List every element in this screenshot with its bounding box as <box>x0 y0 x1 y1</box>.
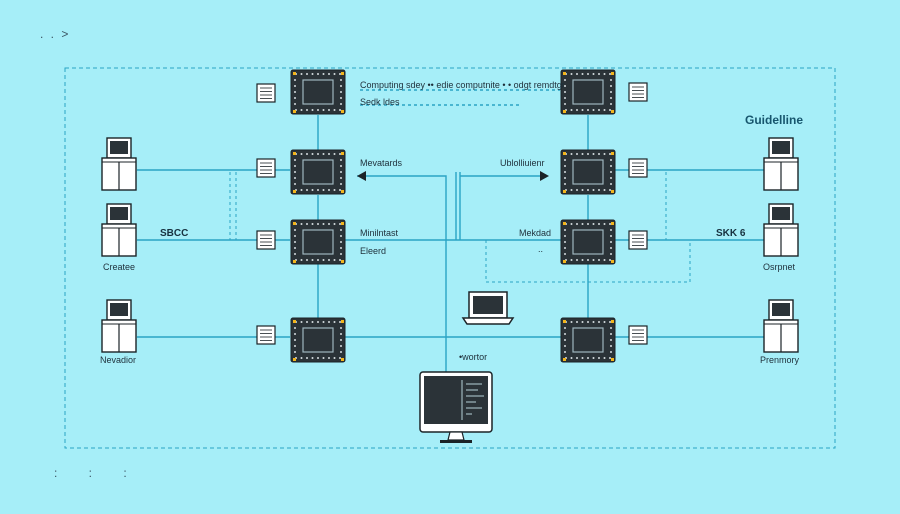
document-icon <box>628 230 648 250</box>
document-icon <box>628 325 648 345</box>
center-left-label-1: Mevatards <box>360 158 403 168</box>
terminal-icon <box>763 299 799 353</box>
chip-icon <box>290 149 346 195</box>
dashed-links <box>229 172 691 283</box>
device-group <box>101 137 799 353</box>
left-device-label-2: Createe <box>103 262 136 272</box>
breadcrumb[interactable]: . . > <box>40 27 71 41</box>
center-left-label-3: Eleerd <box>360 246 387 256</box>
footer-dots: : : : <box>54 466 141 480</box>
laptop-icon <box>461 291 515 325</box>
center-left-label-2: Minilntast <box>360 228 399 238</box>
document-icon <box>256 230 276 250</box>
chip-top-note-1: Computing sdey •• edie computnite • • od… <box>360 80 565 90</box>
chip-icon <box>290 219 346 265</box>
right-group-label: SKK 6 <box>716 228 746 239</box>
terminal-icon <box>101 203 137 257</box>
document-icon <box>256 158 276 178</box>
right-device-label-3: Prenmory <box>760 355 800 365</box>
monitor-icon <box>419 371 493 443</box>
document-group <box>256 82 648 345</box>
center-right-label-2: Mekdad <box>519 228 552 238</box>
document-icon <box>628 158 648 178</box>
left-device-label-3: Nevadior <box>100 355 137 365</box>
connection-lines <box>137 89 765 372</box>
terminal-icon <box>763 137 799 191</box>
terminal-icon <box>763 203 799 257</box>
chip-top-note-2: Sedk ldes <box>360 97 400 107</box>
document-icon <box>256 325 276 345</box>
chip-icon <box>560 149 616 195</box>
document-icon <box>628 82 648 102</box>
right-device-label-2: Osrpnet <box>763 262 796 272</box>
terminal-icon <box>101 299 137 353</box>
center-right-dots: .. <box>538 244 544 254</box>
outer-boundary <box>64 67 836 449</box>
monitor-label: •wortor <box>459 352 488 362</box>
chip-icon <box>560 219 616 265</box>
chip-group <box>290 69 616 363</box>
center-right-label-1: Ublolliuienr <box>500 158 545 168</box>
document-icon <box>256 83 276 103</box>
chip-icon <box>560 317 616 363</box>
chip-icon <box>290 317 346 363</box>
terminal-icon <box>101 137 137 191</box>
arrow-left <box>357 171 366 181</box>
chip-icon <box>290 69 346 115</box>
diagram-title: Guidelline <box>745 113 804 127</box>
left-group-label: SBCC <box>160 228 189 239</box>
chip-icon <box>560 69 616 115</box>
arrow-right <box>540 171 549 181</box>
